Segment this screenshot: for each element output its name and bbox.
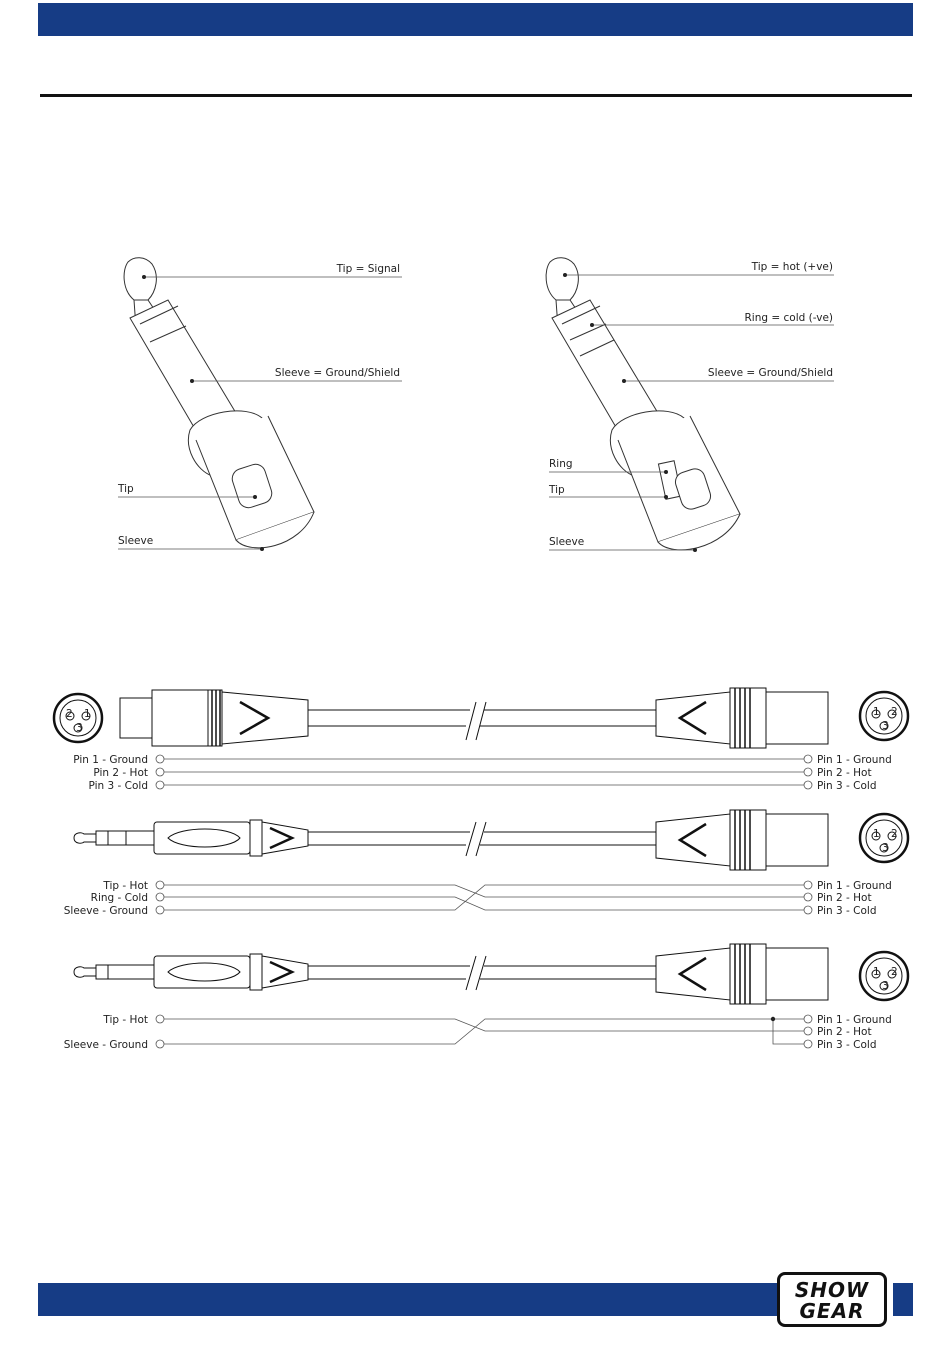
svg-text:3: 3	[882, 842, 889, 854]
mono-inner-tip-label: Tip	[117, 483, 134, 495]
logo-line-1: SHOW	[794, 1278, 870, 1302]
logo-line-2: GEAR	[799, 1299, 865, 1323]
header-rule	[40, 94, 912, 97]
c1-left-1: Pin 2 - Hot	[93, 767, 148, 779]
stereo-inner-ring-label: Ring	[549, 458, 573, 470]
c2-right-2: Pin 3 - Cold	[817, 905, 877, 917]
c1-left-2: Pin 3 - Cold	[89, 780, 149, 792]
c3-right-0: Pin 1 - Ground	[817, 1014, 892, 1026]
svg-text:2: 2	[891, 966, 898, 978]
c1-right-0: Pin 1 - Ground	[817, 754, 892, 766]
c3-right-2: Pin 3 - Cold	[817, 1039, 877, 1051]
stereo-jack-drawing	[545, 257, 741, 551]
mono-inner-sleeve-label: Sleeve	[118, 535, 153, 547]
c3-left-1: Sleeve - Ground	[64, 1039, 148, 1051]
c1-right-1: Pin 2 - Hot	[817, 767, 872, 779]
svg-text:1: 1	[873, 828, 880, 840]
mono-sleeve-label: Sleeve = Ground/Shield	[275, 367, 400, 379]
svg-text:1: 1	[84, 708, 91, 720]
c2-right-0: Pin 1 - Ground	[817, 880, 892, 892]
stereo-inner-tip-label: Tip	[548, 484, 565, 496]
mono-tip-label: Tip = Signal	[336, 263, 400, 275]
svg-text:1: 1	[873, 706, 880, 718]
svg-text:1: 1	[873, 966, 880, 978]
footer-bar	[38, 1283, 778, 1316]
footer-bar-end	[893, 1283, 913, 1316]
svg-text:2: 2	[891, 706, 898, 718]
c3-left-0: Tip - Hot	[102, 1014, 148, 1026]
c2-right-1: Pin 2 - Hot	[817, 892, 872, 904]
showgear-logo: SHOW GEAR	[777, 1272, 887, 1327]
c2-left-2: Sleeve - Ground	[64, 905, 148, 917]
c2-left-1: Ring - Cold	[91, 892, 148, 904]
c1-left-0: Pin 1 - Ground	[73, 754, 148, 766]
stereo-inner-sleeve-label: Sleeve	[549, 536, 584, 548]
svg-text:2: 2	[891, 828, 898, 840]
c3-right-1: Pin 2 - Hot	[817, 1026, 872, 1038]
stereo-sleeve-label: Sleeve = Ground/Shield	[708, 367, 833, 379]
header-bar	[38, 3, 913, 36]
mono-jack-drawing	[123, 257, 315, 549]
stereo-jack-callouts	[549, 274, 834, 551]
svg-text:3: 3	[882, 720, 889, 732]
stereo-ring-label: Ring = cold (-ve)	[745, 312, 834, 324]
mono-jack-callouts	[118, 276, 402, 550]
stereo-tip-label: Tip = hot (+ve)	[751, 261, 833, 273]
c1-right-2: Pin 3 - Cold	[817, 780, 877, 792]
svg-text:3: 3	[882, 980, 889, 992]
c2-left-0: Tip - Hot	[102, 880, 148, 892]
svg-text:3: 3	[76, 722, 83, 734]
svg-text:2: 2	[66, 708, 73, 720]
